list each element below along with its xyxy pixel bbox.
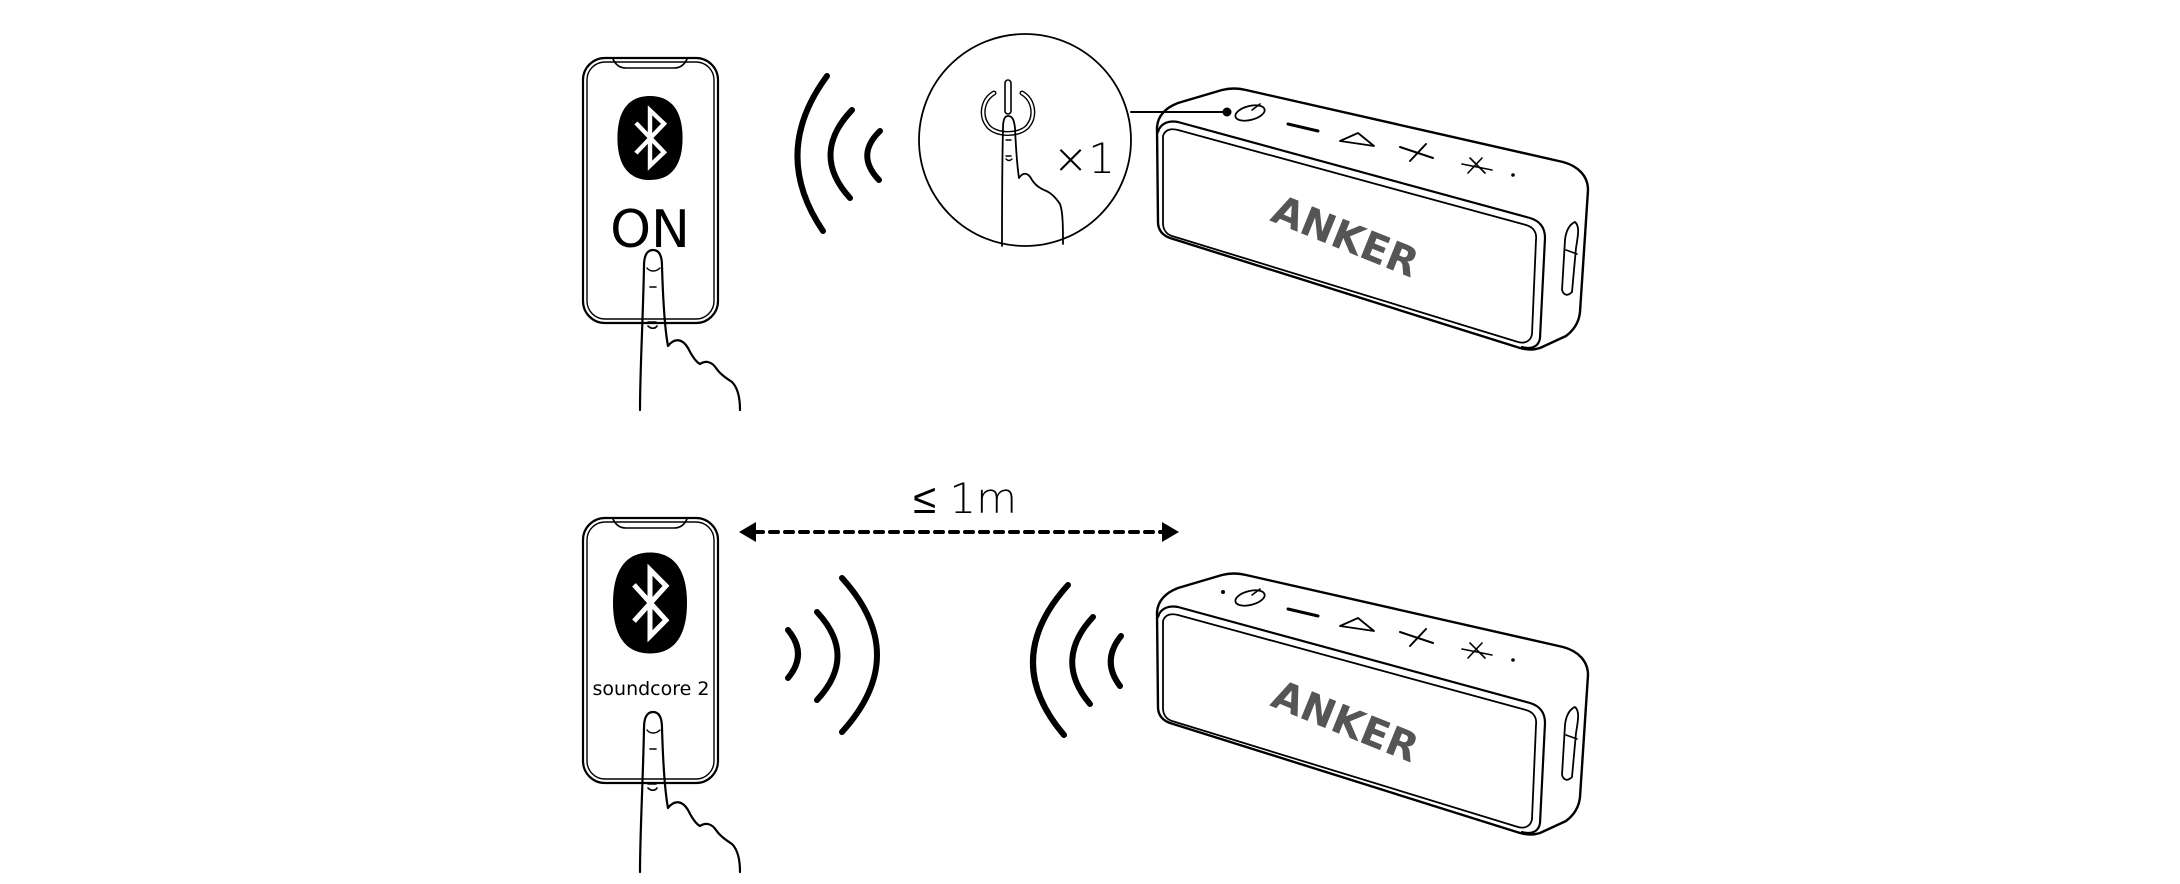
signal-waves-icon	[785, 575, 880, 735]
signal-waves-icon	[1030, 582, 1124, 738]
bluetooth-icon	[617, 96, 682, 180]
pointing-hand-icon	[1001, 115, 1064, 247]
callout-leader-line	[1130, 107, 1232, 117]
bluetooth-icon	[613, 553, 687, 654]
speaker-2: ANKER	[1155, 572, 1590, 836]
power-icon	[980, 79, 1036, 136]
step-1-group: ON ×1	[581, 33, 1590, 412]
power-press-callout: ×1	[918, 33, 1132, 247]
distance-arrow	[739, 522, 1179, 542]
step-2-group: ≤ 1m soundcore 2	[581, 474, 1590, 874]
phone-device-name: soundcore 2	[593, 678, 710, 700]
distance-label: ≤ 1m	[913, 474, 1017, 523]
speaker-1: ANKER	[1155, 87, 1590, 351]
pointing-hand-icon	[638, 710, 742, 874]
pointing-hand-icon	[638, 248, 742, 412]
press-count-label: ×1	[1053, 134, 1115, 183]
indicator-dot	[1221, 590, 1225, 594]
signal-waves-icon	[794, 73, 883, 234]
